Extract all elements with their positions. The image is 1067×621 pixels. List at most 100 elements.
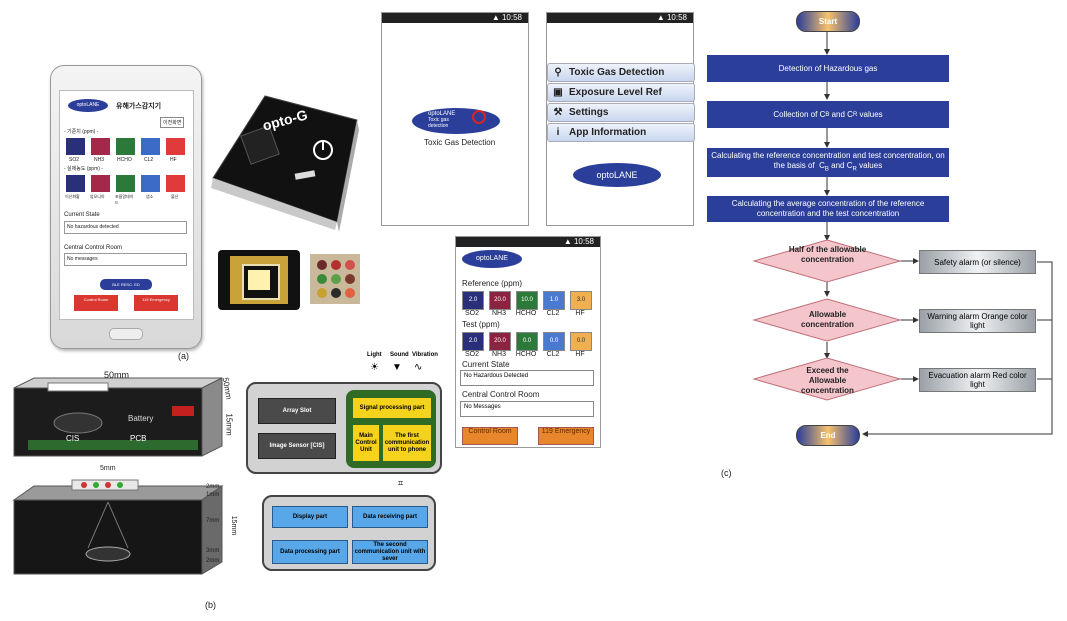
menu-item-exposure[interactable]: ▣ Exposure Level Ref: [547, 83, 695, 102]
test-value-nh3: 20.0: [489, 332, 511, 351]
phone-control-room-button[interactable]: Control Room: [74, 295, 118, 311]
first-comm-block: The first communication unit to phone: [383, 425, 431, 461]
cis-label: CIS: [66, 434, 80, 443]
flow-step-detection: Detection of Hazardous gas: [707, 55, 949, 82]
gas-label: HCHO: [515, 310, 537, 317]
phone-gas-label: HF: [170, 157, 177, 163]
ref-value-hcho: 10.0: [516, 291, 538, 310]
dim-width: 50mm: [104, 370, 130, 380]
test-value-hf: 0.0: [570, 332, 592, 351]
image-sensor-block: Image Sensor [CIS]: [258, 433, 336, 459]
info-icon: i: [556, 127, 560, 138]
menu-item-label: Exposure Level Ref: [569, 87, 662, 98]
menu-item-label: Settings: [569, 107, 609, 118]
phone-gas-label: CL2: [144, 157, 154, 163]
splash-logo-line: detection: [428, 123, 449, 129]
sensor-label-vibration: Vibration: [412, 352, 438, 358]
menu-item-settings[interactable]: ⚒ Settings: [547, 103, 695, 122]
dim-window: 5mm: [100, 465, 116, 472]
phone-gas-kr-label: 포름알데히드: [115, 194, 134, 205]
phone-test-cell-cl2: [141, 175, 160, 192]
flow-end: End: [796, 425, 860, 446]
app-screen-menu: ▲ 10:58 ⚲Toxic Gas Detection ▣ Exposure L…: [546, 12, 695, 226]
wifi-icon: ▲: [563, 237, 572, 246]
status-bar: ▲ 10:58: [382, 13, 528, 23]
light-bulb-icon: ☀: [370, 362, 379, 373]
wireless-icon: ⌗: [398, 478, 404, 488]
smartphone-photo: optoLANE 유해가스감지기 이전화면 - 기준치 (ppm) - SO2 …: [50, 65, 202, 349]
phone-ref-cell-nh3: [91, 138, 110, 155]
phone-section-reference: - 기준치 (ppm) -: [64, 129, 99, 135]
status-bar: ▲ 10:58: [547, 13, 693, 23]
flow-decision-allowable: Allowable concentration: [801, 310, 854, 329]
flowchart-connectors: [752, 30, 1053, 437]
menu-item-app-info[interactable]: i App Information: [547, 123, 695, 142]
current-state-label: Current State: [462, 360, 510, 369]
sensor-label-light: Light: [367, 352, 382, 358]
magnifier-icon: [472, 110, 486, 124]
flow-decision-half: Half of the allowable concentration: [788, 245, 867, 264]
phone-gas-kr-label: 염소: [146, 194, 154, 199]
current-state-box: No Hazardous Detected: [460, 370, 594, 386]
phone-ref-cell-so2: [66, 138, 85, 155]
main-control-block: Main Control Unit: [353, 425, 379, 461]
detection-logo: optoLANE: [462, 250, 522, 268]
phone-section-actual: - 실제농도 (ppm) -: [64, 166, 103, 172]
display-block: Display part: [272, 506, 348, 528]
ref-value-hf: 3.0: [570, 291, 592, 310]
splash-logo: optoLANE Toxic gas detection: [412, 108, 500, 134]
phone-gas-kr-label: 불산: [171, 194, 179, 199]
control-room-label: Central Control Room: [462, 390, 540, 399]
gas-label: CL2: [546, 351, 560, 358]
flow-alarm-evacuation: Evacuation alarm Red color light: [919, 368, 1036, 392]
emergency-button[interactable]: 119 Emergency: [538, 427, 594, 445]
data-receiving-block: Data receiving part: [352, 506, 428, 528]
panel-label-c: (c): [721, 468, 732, 478]
phone-current-state-box: No hazardous detected: [64, 221, 187, 234]
signal-processing-block: Signal processing part: [353, 398, 431, 418]
sensor-label-sound: Sound: [390, 352, 409, 358]
phone-back-button[interactable]: 이전화면: [160, 117, 185, 128]
ref-value-nh3: 20.0: [489, 291, 511, 310]
second-comm-block: The second communication unit with sever: [352, 540, 428, 564]
flow-alarm-safety: Safety alarm (or silence): [919, 250, 1036, 274]
ref-value-so2: 2.0: [462, 291, 484, 310]
phone-title: 유해가스감지기: [116, 103, 162, 110]
control-room-box: No Messages: [460, 401, 594, 417]
panel-label-a: (a): [178, 351, 189, 361]
gas-label: HF: [575, 351, 585, 358]
status-time: 10:58: [501, 13, 522, 22]
gas-label: CL2: [546, 310, 560, 317]
gas-label: HF: [575, 310, 585, 317]
phone-ref-cell-hf: [166, 138, 185, 155]
phone-ref-cell-hcho: [116, 138, 135, 155]
control-room-button[interactable]: Control Room: [462, 427, 518, 445]
menu-item-toxic-gas[interactable]: ⚲Toxic Gas Detection: [547, 63, 695, 82]
status-bar: ▲ 10:58: [456, 237, 600, 247]
color-array-photo: [310, 254, 360, 304]
menu-item-label: Toxic Gas Detection: [569, 67, 665, 78]
menu-item-label: App Information: [569, 127, 647, 138]
gas-label: NH3: [491, 351, 506, 358]
reference-label: Reference (ppm): [462, 279, 523, 288]
flow-step-average: Calculating the average concentration of…: [707, 196, 949, 222]
phone-ble-button[interactable]: BLE RESC. ED: [100, 279, 152, 290]
menu-logo: optoLANE: [573, 163, 661, 187]
status-time: 10:58: [666, 13, 687, 22]
data-processing-block: Data processing part: [272, 540, 348, 564]
flow-alarm-warning: Warning alarm Orange color light: [919, 309, 1036, 333]
array-slot-photo: [218, 250, 300, 310]
phone-test-cell-so2: [66, 175, 85, 192]
wifi-icon: ▲: [656, 13, 665, 22]
array-slot-block: Array Slot: [258, 398, 336, 424]
app-screen-detection: ▲ 10:58 optoLANE Reference (ppm) 2.0 20.…: [455, 236, 601, 448]
phone-current-state-label: Current State: [64, 212, 100, 218]
dim-layer: 2mm: [206, 484, 220, 490]
phone-emergency-button[interactable]: 119 Emergency: [134, 295, 178, 311]
battery-label: Battery: [128, 414, 154, 423]
opto-g-device: [211, 95, 359, 232]
wrench-icon: ⚒: [553, 107, 563, 118]
document-icon: ▣: [553, 87, 563, 98]
dim-layer: 7mm: [206, 518, 220, 524]
